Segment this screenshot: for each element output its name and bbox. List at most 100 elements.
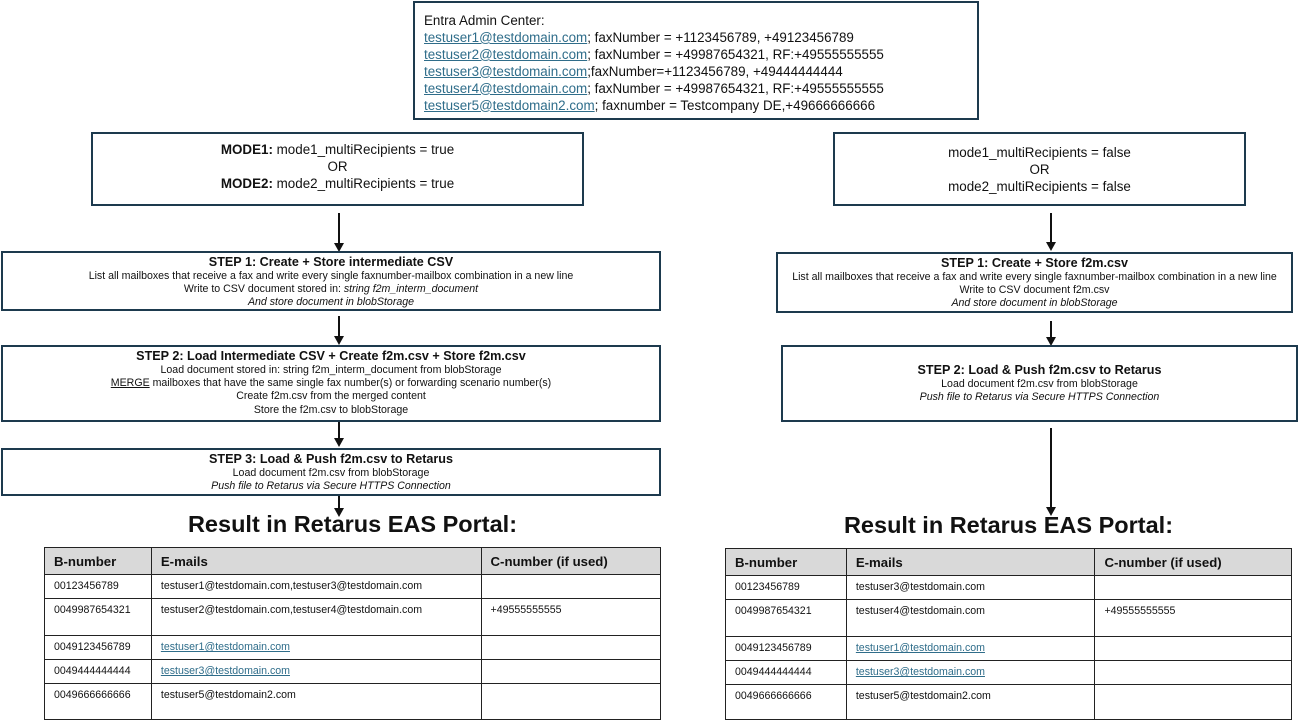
fax-number-text: ; faxNumber = +49987654321, RF:+49555555… [587,80,884,96]
arrow-shaft [338,422,340,439]
left-step1-box: STEP 1: Create + Store intermediate CSV … [1,251,661,311]
b-number-cell: 0049987654321 [44,598,152,636]
arrow-shaft [338,213,340,244]
mode2-text: mode2_multiRecipients = true [272,175,455,191]
arrow-shaft [338,496,340,509]
fax-number-text: ; faxnumber = Testcompany DE,+4966666666… [594,97,876,113]
emails-cell: testuser5@testdomain2.com [845,684,1096,720]
or-label: OR [327,158,348,174]
step-text: Load document stored in: string f2m_inte… [160,364,502,376]
mode1-label: MODE1: [220,142,273,157]
c-number-cell [1094,636,1292,661]
arrow-head [334,336,344,345]
entra-line: testuser2@testdomain.com; faxNumber = +4… [424,47,977,64]
c-number-cell [480,659,662,684]
right-step1-box: STEP 1: Create + Store f2m.csv List all … [776,252,1293,313]
step-text: Push file to Retarus via Secure HTTPS Co… [211,480,451,493]
arrow-head [1046,337,1056,346]
column-header: B-number [725,548,847,576]
table-row: 00123456789 testuser1@testdomain.com,tes… [44,574,662,599]
column-header: B-number [44,547,152,575]
step-text: Load document f2m.csv from blobStorage [232,467,430,479]
emails-cell: testuser1@testdomain.com [845,636,1096,661]
b-number-cell: 0049666666666 [44,683,152,720]
result-title: Result in Retarus EAS Portal: [187,511,518,537]
table-row: 0049123456789 testuser1@testdomain.com [725,636,1292,661]
b-number-cell: 0049666666666 [725,684,847,720]
column-header: C-number (if used) [480,547,662,575]
step-text: Load document f2m.csv from blobStorage [941,378,1138,390]
fax-number-text: ; faxNumber = +1123456789, +49123456789 [587,29,854,45]
step-text: mailboxes that have the same single fax … [149,377,552,390]
left-step2-box: STEP 2: Load Intermediate CSV + Create f… [1,345,661,422]
emails-cell: testuser4@testdomain.com [845,599,1096,637]
step-text: Store the f2m.csv to blobStorage [253,403,409,416]
c-number-cell [1094,684,1292,720]
arrow-shaft [1050,213,1052,243]
step-title: STEP 3: Load & Push f2m.csv to Retarus [208,452,453,466]
arrow-head [1046,242,1056,251]
arrow-head [1046,507,1056,516]
entra-line: testuser3@testdomain.com;faxNumber=+1123… [424,64,977,81]
table-header-row: B-number E-mails C-number (if used) [725,548,1292,576]
fax-number-text: ;faxNumber=+1123456789, +49444444444 [587,63,843,79]
step-text: Push file to Retarus via Secure HTTPS Co… [919,391,1160,404]
c-number-cell: +49555555555 [480,598,662,636]
column-header: C-number (if used) [1094,548,1292,576]
table-row: 0049987654321 testuser4@testdomain.com +… [725,599,1292,637]
emails-cell: testuser3@testdomain.com [845,660,1096,685]
b-number-cell: 0049123456789 [725,636,847,661]
table-row: 0049987654321 testuser2@testdomain.com,t… [44,598,662,636]
step-title: STEP 2: Load Intermediate CSV + Create f… [136,349,526,363]
right-result-table: B-number E-mails C-number (if used) 0012… [725,548,1292,720]
c-number-cell [1094,575,1292,600]
mode1-text: mode1_multiRecipients = true [272,142,455,157]
email-link[interactable]: testuser4@testdomain.com [424,80,588,96]
emails-cell: testuser3@testdomain.com [845,575,1096,600]
email-link[interactable]: testuser3@testdomain.com [855,666,985,678]
left-result-table: B-number E-mails C-number (if used) 0012… [44,547,662,720]
step-text: And store document in blobStorage [951,297,1118,310]
fax-number-text: ; faxNumber = +49987654321, RF:+49555555… [587,46,884,62]
or-label: OR [1029,161,1050,177]
entra-line: testuser4@testdomain.com; faxNumber = +4… [424,81,977,98]
email-link[interactable]: testuser5@testdomain2.com [424,97,595,113]
c-number-cell: +49555555555 [1094,599,1292,637]
emails-cell: testuser3@testdomain.com [150,659,482,684]
b-number-cell: 00123456789 [725,575,847,600]
step-text: string f2m_interm_document [343,283,479,296]
emails-cell: testuser1@testdomain.com,testuser3@testd… [150,574,482,599]
column-header: E-mails [845,548,1096,576]
emails-cell: testuser5@testdomain2.com [150,683,482,720]
arrow-shaft [338,316,340,337]
email-link[interactable]: testuser2@testdomain.com [424,46,588,62]
entra-line: testuser5@testdomain2.com; faxnumber = T… [424,98,977,115]
step-text: Write to CSV document f2m.csv [959,284,1110,297]
step-title: STEP 1: Create + Store f2m.csv [940,256,1128,270]
email-link[interactable]: testuser3@testdomain.com [160,665,290,677]
mode2-text: mode2_multiRecipients = false [948,178,1131,194]
merge-keyword: MERGE [110,377,150,390]
entra-title: Entra Admin Center: [424,13,545,28]
step-text: And store document in blobStorage [247,296,415,309]
email-link[interactable]: testuser1@testdomain.com [160,641,290,653]
step-text: List all mailboxes that receive a fax an… [88,270,574,282]
c-number-cell [480,574,662,599]
step-text: Create f2m.csv from the merged content [236,390,426,403]
result-title: Result in Retarus EAS Portal: [843,512,1174,538]
entra-line: testuser1@testdomain.com; faxNumber = +1… [424,30,977,47]
table-row: 00123456789 testuser3@testdomain.com [725,575,1292,600]
email-link[interactable]: testuser1@testdomain.com [424,29,588,45]
column-header: E-mails [150,547,482,575]
email-link[interactable]: testuser3@testdomain.com [424,63,588,79]
entra-admin-box: Entra Admin Center: testuser1@testdomain… [413,1,979,120]
email-link[interactable]: testuser1@testdomain.com [855,642,985,654]
c-number-cell [480,635,662,660]
mode2-label: MODE2: [220,175,273,191]
emails-cell: testuser2@testdomain.com,testuser4@testd… [150,598,482,636]
table-row: 0049444444444 testuser3@testdomain.com [725,660,1292,685]
arrow-head [334,243,344,252]
table-row: 0049123456789 testuser1@testdomain.com [44,635,662,660]
b-number-cell: 00123456789 [44,574,152,599]
left-mode-box: MODE1: mode1_multiRecipients = true OR M… [91,132,584,206]
